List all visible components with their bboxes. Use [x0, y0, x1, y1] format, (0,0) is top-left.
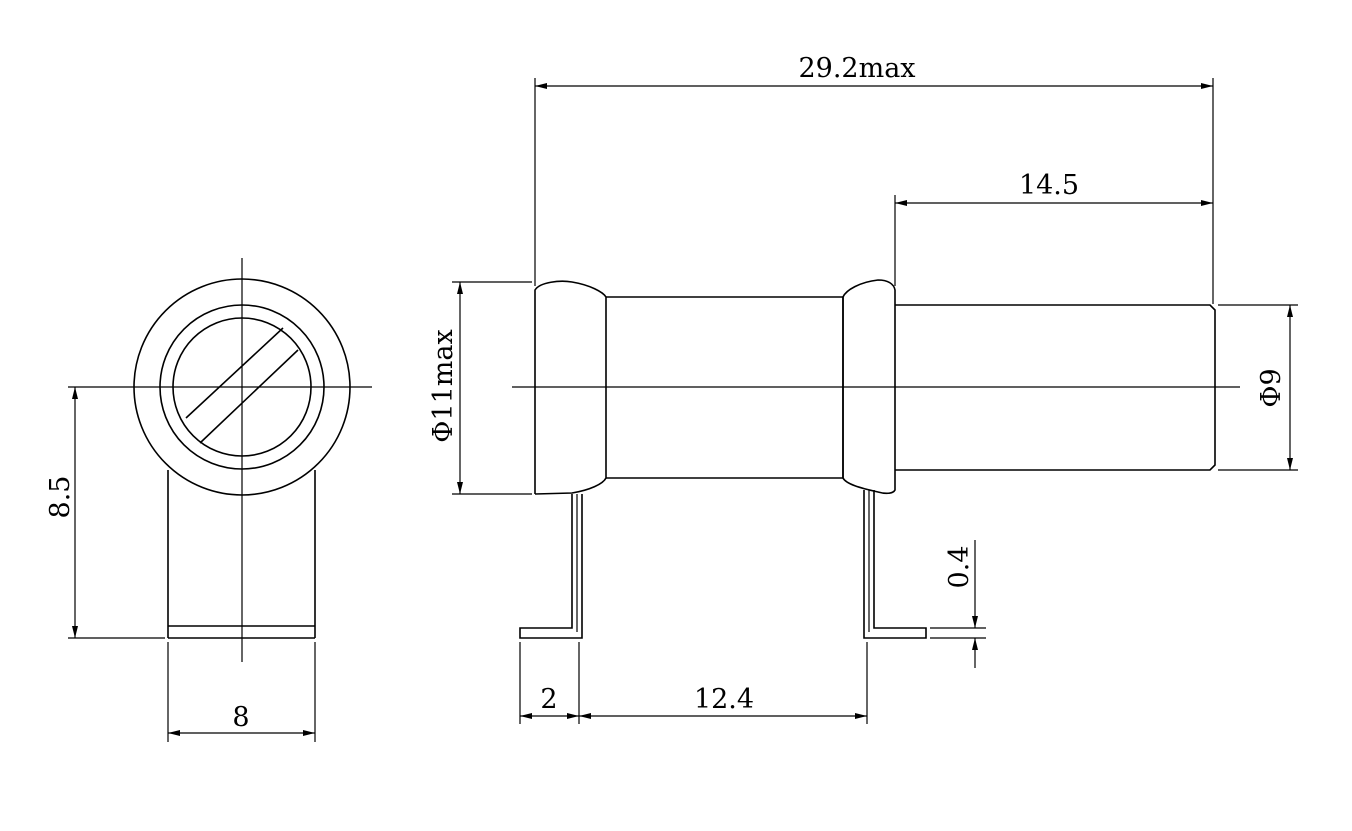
width-label: 8 [232, 702, 249, 733]
cap-length-label: 14.5 [1019, 170, 1079, 201]
right-pin [863, 490, 927, 639]
slot-line-a [185, 327, 284, 419]
right-flange [842, 279, 896, 495]
left-pin [519, 494, 583, 639]
side-view: 29.2max 14.5 Φ11max Φ9 0.4 2 12.4 [428, 53, 1298, 724]
overall-length-label: 29.2max [798, 53, 915, 84]
cap-diameter-label: Φ9 [1256, 368, 1287, 407]
end-view: 8.5 8 [45, 258, 372, 742]
left-flange [534, 280, 607, 495]
slot-line-b [199, 349, 299, 444]
pin-spacing-label: 12.4 [694, 684, 754, 715]
body-diameter-label: Φ11max [428, 329, 459, 442]
height-label: 8.5 [45, 476, 76, 519]
foot-length-label: 2 [540, 684, 557, 715]
pin-thickness-label: 0.4 [944, 546, 975, 589]
